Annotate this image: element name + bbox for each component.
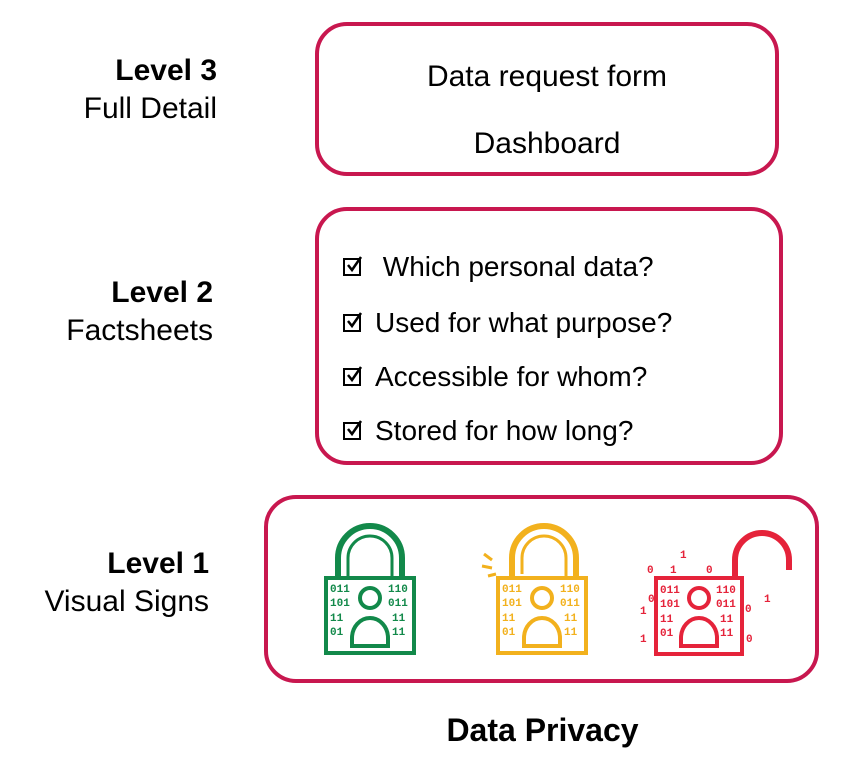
checkbox-checked-icon [343,366,363,386]
level-2-number: Level 2 [111,276,213,309]
lock-binary-text: 101 [330,598,350,610]
lock-binary-text: 110 [388,584,408,596]
binary-digit: 1 [670,565,677,577]
checklist-item: Accessible for whom? [343,361,647,393]
checklist-item-text: Used for what purpose? [375,307,673,338]
level-1-name: Visual Signs [44,585,209,618]
checklist-item: Stored for how long? [343,415,633,447]
closed-lock-icon: 011 101 11 01 110 011 11 11 [324,523,416,655]
lock-binary-text: 11 [392,627,406,639]
lock-binary-text: 110 [716,585,736,597]
lock-binary-text: 101 [660,599,680,611]
lock-binary-text: 011 [660,585,680,597]
open-lock-icon: 0 1 1 0 0 1 1 0 1 0 011 101 11 01 110 01… [640,530,792,656]
binary-digit: 1 [764,594,771,606]
level-2-box: Which personal data? Used for what purpo… [315,207,783,465]
binary-digit: 0 [647,565,654,577]
level-1-number: Level 1 [107,547,209,580]
checklist-item-text: Accessible for whom? [375,361,648,392]
data-request-form-text: Data request form [426,60,668,93]
checklist-item-text: Stored for how long? [375,415,634,446]
lock-binary-text: 011 [716,599,736,611]
checkbox-checked-icon [343,256,363,276]
lock-binary-text: 11 [720,614,734,626]
lock-binary-text: 01 [502,627,516,639]
lock-binary-text: 01 [330,627,344,639]
binary-digit: 0 [745,604,752,616]
level-3-label: Level 3 Full Detail [84,52,217,128]
level-2-label: Level 2 Factsheets [66,274,213,350]
checklist-item: Which personal data? [343,251,654,283]
lock-binary-text: 01 [660,628,674,640]
lock-binary-text: 11 [392,613,406,625]
partially-open-lock-icon: 011 101 11 01 110 011 11 11 [481,523,588,655]
dashboard-text: Dashboard [473,127,621,160]
binary-digit: 0 [746,634,753,646]
binary-digit: 1 [680,550,687,562]
level-3-name: Full Detail [83,92,217,125]
checkbox-checked-icon [343,312,363,332]
lock-binary-text: 11 [720,628,734,640]
lock-binary-text: 011 [388,598,408,610]
lock-binary-text: 11 [564,613,578,625]
binary-digit: 1 [640,606,647,618]
diagram-title: Data Privacy [446,712,639,748]
lock-binary-text: 011 [502,584,522,596]
lock-binary-text: 11 [660,614,674,626]
lock-binary-text: 11 [564,627,578,639]
lock-binary-text: 110 [560,584,580,596]
lock-binary-text: 11 [330,613,344,625]
lock-binary-text: 011 [330,584,350,596]
checkbox-checked-icon [343,420,363,440]
level-2-name: Factsheets [66,314,213,347]
lock-binary-text: 101 [502,598,522,610]
checklist-item: Used for what purpose? [343,307,672,339]
binary-digit: 0 [648,594,655,606]
lock-binary-text: 011 [560,598,580,610]
level-3-box: Data request form Dashboard [315,22,779,176]
checklist-item-text: Which personal data? [375,251,654,282]
binary-digit: 1 [640,634,647,646]
binary-digit: 0 [706,565,713,577]
lock-binary-text: 11 [502,613,516,625]
level-3-number: Level 3 [115,54,217,87]
level-1-label: Level 1 Visual Signs [44,545,209,621]
